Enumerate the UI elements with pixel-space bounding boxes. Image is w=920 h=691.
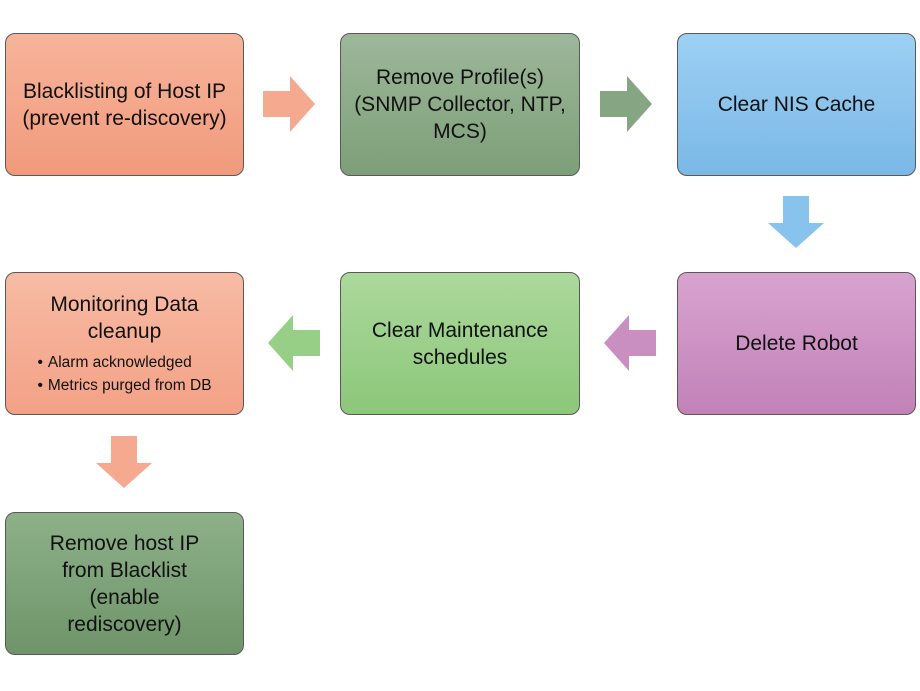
bullet-item: Metrics purged from DB [37, 374, 212, 397]
arrow-right-icon [600, 76, 652, 132]
step-title: Delete Robot [735, 332, 858, 355]
step-delete-robot: Delete Robot [677, 272, 916, 415]
arrow-shape [263, 76, 315, 132]
arrow-down-icon [96, 436, 152, 488]
bullet-item: Alarm acknowledged [37, 351, 211, 374]
step-clear-maintenance-schedules: Clear Maintenance schedules [340, 272, 580, 415]
arrow-left-icon [268, 315, 320, 371]
step-title: Remove host IP from Blacklist (enable re… [49, 531, 200, 636]
step-blacklisting-host-ip: Blacklisting of Host IP (prevent re-disc… [5, 33, 244, 176]
arrow-down-icon [768, 196, 824, 248]
step-title: Monitoring Data cleanup [50, 292, 199, 343]
step-title: Clear NIS Cache [717, 93, 876, 116]
step-monitoring-data-cleanup: Monitoring Data cleanup Alarm acknowledg… [5, 272, 244, 415]
step-title: Clear Maintenance schedules [371, 318, 549, 369]
arrow-right-icon [263, 76, 315, 132]
arrow-shape [600, 76, 652, 132]
arrow-shape [96, 436, 152, 488]
arrow-shape [604, 315, 656, 371]
arrow-shape [768, 196, 824, 248]
step-title: Blacklisting of Host IP (prevent re-disc… [22, 79, 227, 130]
step-title: Remove Profile(s) (SNMP Collector, NTP, … [354, 66, 566, 143]
bullet-list: Alarm acknowledged Metrics purged from D… [37, 351, 212, 397]
step-remove-host-ip-from-blacklist: Remove host IP from Blacklist (enable re… [5, 512, 244, 655]
step-remove-profiles: Remove Profile(s) (SNMP Collector, NTP, … [340, 33, 580, 176]
step-clear-nis-cache: Clear NIS Cache [677, 33, 916, 176]
arrow-left-icon [604, 315, 656, 371]
arrow-shape [268, 315, 320, 371]
